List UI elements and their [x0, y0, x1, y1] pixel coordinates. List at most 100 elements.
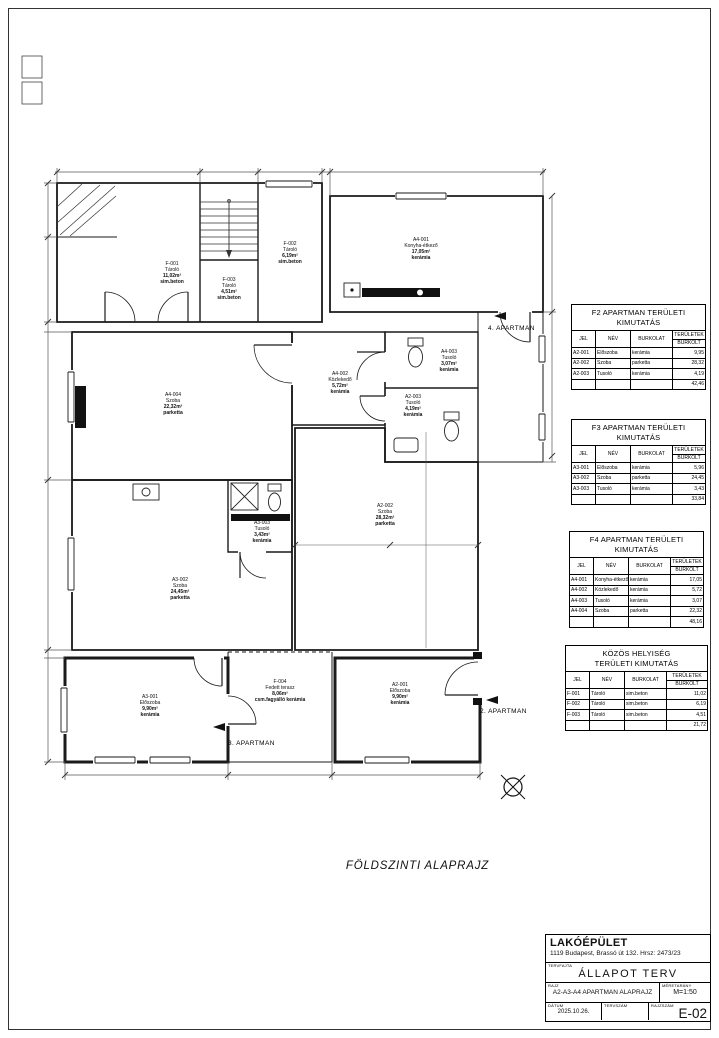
date-cell: DÁTUM 2025.10.26.	[546, 1003, 602, 1020]
apartment-4-arrow-icon	[494, 312, 506, 320]
room-finish: parketta	[163, 410, 183, 416]
room-label-a2001: A2-001 Előszoba 9,90m² kerámia	[365, 682, 435, 706]
table-total-row: 42,46	[572, 379, 705, 389]
room-area: 24,45m²	[170, 589, 190, 595]
room-area: 8,06m²	[272, 691, 288, 697]
header-burkolat: BURKOLAT	[631, 331, 673, 347]
counter	[231, 514, 290, 521]
cell-jel: F-001	[566, 689, 590, 699]
room-id: A4-004	[164, 392, 182, 398]
date-value: 2025.10.26.	[557, 1009, 590, 1015]
cell-nev: Előszoba	[596, 348, 631, 358]
kitchen-counter	[362, 288, 440, 297]
dimension-lines	[44, 168, 556, 780]
table-title-line2: KIMUTATÁS	[616, 432, 661, 442]
room-name: Szoba	[165, 398, 181, 404]
room-label-a4002: A4-002 Közlekedő 5,72m² kerámia	[305, 371, 375, 395]
room-name: Szoba	[172, 583, 188, 589]
room-area: 28,32m²	[375, 515, 395, 521]
room-area: 4,19m²	[405, 406, 421, 412]
room-name: Tusoló	[441, 355, 457, 361]
header-jel: JEL	[570, 558, 594, 574]
cell-empty	[631, 379, 673, 389]
room-finish: sim.beton	[160, 279, 184, 285]
room-id: A4-001	[412, 237, 430, 243]
table-title: F3 APARTMAN TERÜLETI KIMUTATÁS	[572, 420, 705, 446]
header-burkolt: BURKOLT	[677, 340, 701, 347]
cell-nev: Szoba	[596, 358, 631, 368]
cell-empty	[625, 720, 667, 730]
sheet-number-value: E-02	[678, 1006, 707, 1021]
room-finish: kerámia	[390, 700, 410, 706]
room-id: F-003	[222, 277, 236, 283]
walls-group	[56, 182, 544, 764]
drawing-cell: RAJZ A2-A3-A4 APARTMAN ALAPRAJZ	[546, 983, 660, 1002]
cell-terulet: 3,07	[692, 597, 702, 604]
header-burkolat: BURKOLAT	[625, 672, 667, 688]
header-burkolt: BURKOLT	[675, 567, 699, 574]
cell-nev: Tároló	[590, 689, 625, 699]
room-label-a4004: A4-004 Szoba 22,32m² parketta	[138, 392, 208, 416]
cell-jel: A3-003	[572, 484, 596, 494]
header-nev: NÉV	[596, 331, 631, 347]
cell-empty	[594, 617, 629, 627]
room-name: Közlekedő	[328, 377, 352, 383]
title-block-project-row: LAKÓÉPÜLET 1119 Budapest, Brassó út 132.…	[546, 935, 710, 963]
apartment-2-callout: 2. APARTMAN	[480, 708, 527, 715]
cell-jel: A4-001	[570, 575, 594, 585]
room-name: Tároló	[282, 247, 298, 253]
cell-empty	[596, 379, 631, 389]
room-name: Tusoló	[405, 400, 421, 406]
cell-empty	[629, 617, 671, 627]
cell-nev: Konyha-étkező	[595, 575, 629, 585]
project-address: 1119 Budapest, Brassó út 132. Hrsz: 2473…	[550, 950, 681, 957]
sheet-registration-marks	[21, 55, 43, 105]
sheet-border-frame	[8, 8, 711, 1030]
cell-jel: A4-003	[570, 596, 594, 606]
section-marker-icon	[500, 774, 526, 800]
cell-empty	[572, 379, 596, 389]
cell-terulet: 5,96	[694, 464, 704, 471]
cell-burkolat: kerámia	[631, 463, 673, 473]
cell-nev: Tusoló	[596, 484, 631, 494]
cell-jel: A4-002	[570, 585, 594, 595]
toilet-icon	[407, 337, 424, 347]
room-id: A4-002	[331, 371, 349, 377]
cell-burkolat: parketta	[631, 473, 673, 483]
cell-terulet: 28,32	[691, 360, 704, 367]
cell-jel: A2-003	[572, 369, 596, 379]
room-id: F-002	[283, 241, 297, 247]
cell-nev: Szoba	[596, 473, 631, 483]
cell-empty	[590, 720, 625, 730]
title-block: LAKÓÉPÜLET 1119 Budapest, Brassó út 132.…	[545, 934, 711, 1022]
cell-nev: Tároló	[590, 699, 625, 709]
cell-burkolat: kerámia	[631, 484, 673, 494]
drawing-title: A2-A3-A4 APARTMAN ALAPRAJZ	[552, 989, 653, 996]
room-id: A2-002	[376, 503, 394, 509]
room-label-a4003: A4-003 Tusoló 3,07m² kerámia	[414, 349, 484, 373]
cell-burkolat: kerámia	[631, 348, 673, 358]
table-total-row: 48,16	[570, 617, 703, 627]
cell-burkolat: kerámia	[629, 596, 671, 606]
room-name: Szoba	[377, 509, 393, 515]
cell-terulet: 9,95	[694, 349, 704, 356]
boiler-icon	[132, 483, 160, 501]
room-id: F-001	[165, 261, 179, 267]
room-area: 22,32m²	[163, 404, 183, 410]
header-nev: NÉV	[594, 558, 629, 574]
cell-jel: A2-002	[572, 358, 596, 368]
cell-jel: A3-002	[572, 473, 596, 483]
washbasin-icon	[393, 437, 419, 453]
